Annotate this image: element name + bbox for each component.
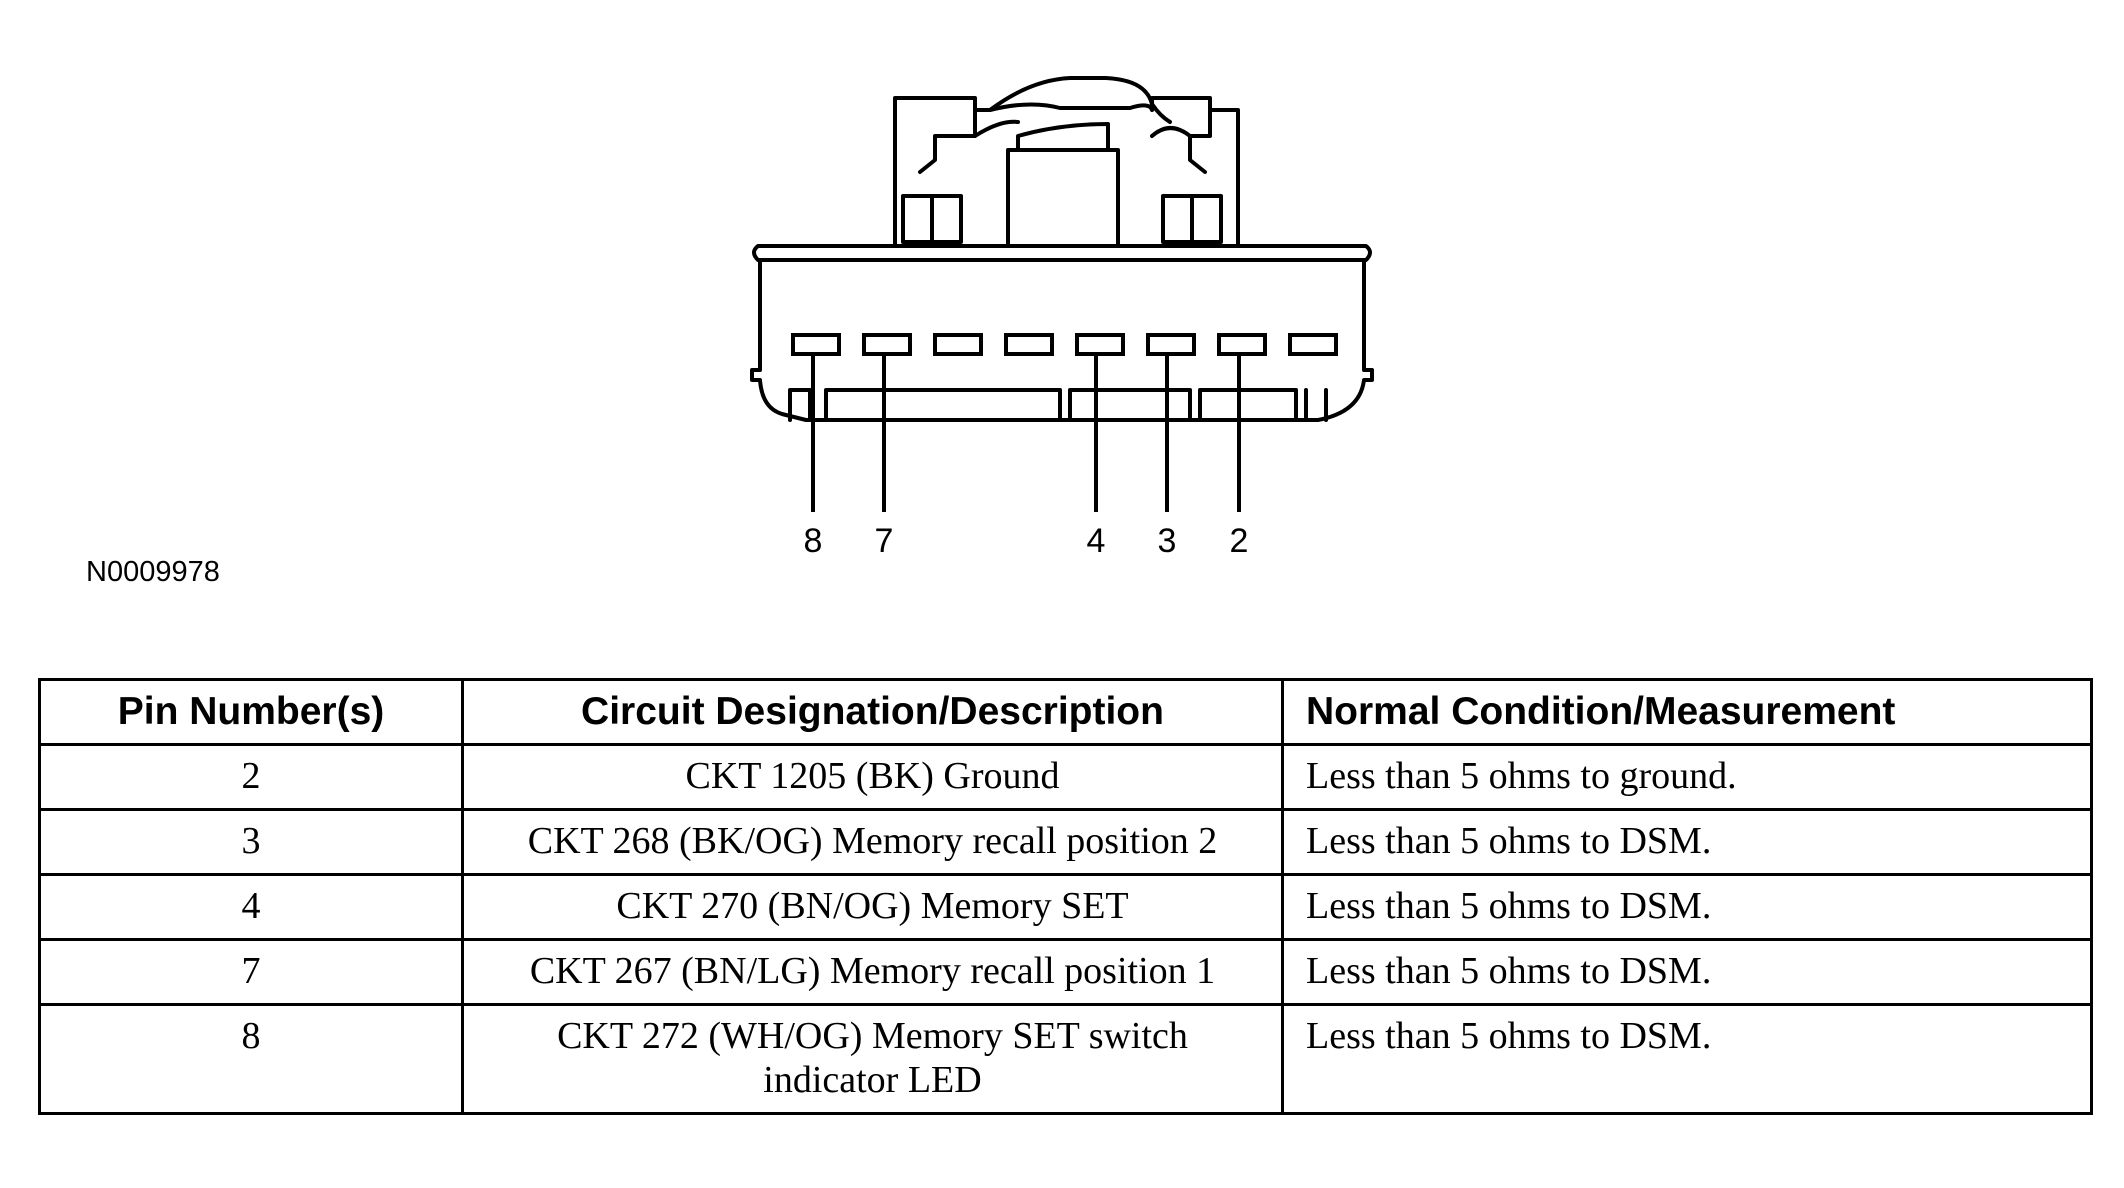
pin-label-8: 8 (804, 522, 823, 560)
pin-label-4: 4 (1087, 522, 1106, 560)
cell-circuit: CKT 267 (BN/LG) Memory recall position 1 (461, 938, 1284, 1006)
table-row: 4 CKT 270 (BN/OG) Memory SET Less than 5… (38, 873, 2093, 941)
cell-condition: Less than 5 ohms to ground. (1281, 743, 2093, 811)
cell-circuit: CKT 270 (BN/OG) Memory SET (461, 873, 1284, 941)
connector-cavities (791, 333, 1338, 356)
pin-label-3: 3 (1158, 522, 1177, 560)
cell-pin: 3 (38, 808, 464, 876)
header-circuit-description: Circuit Designation/Description (461, 678, 1284, 746)
header-normal-condition: Normal Condition/Measurement (1281, 678, 2093, 746)
pin-table: Pin Number(s) Circuit Designation/Descri… (38, 678, 2093, 1115)
figure-id: N0009978 (86, 556, 220, 588)
pin-callout-labels: 8 7 4 3 2 (804, 522, 1249, 560)
table-row: 2 CKT 1205 (BK) Ground Less than 5 ohms … (38, 743, 2093, 811)
cell-condition: Less than 5 ohms to DSM. (1281, 1003, 2093, 1115)
cell-circuit: CKT 268 (BK/OG) Memory recall position 2 (461, 808, 1284, 876)
table-row: 7 CKT 267 (BN/LG) Memory recall position… (38, 938, 2093, 1006)
cell-circuit: CKT 1205 (BK) Ground (461, 743, 1284, 811)
cell-condition: Less than 5 ohms to DSM. (1281, 938, 2093, 1006)
cell-pin: 2 (38, 743, 464, 811)
cell-condition: Less than 5 ohms to DSM. (1281, 808, 2093, 876)
cell-pin: 7 (38, 938, 464, 1006)
connector-diagram: 8 7 4 3 2 (750, 76, 1374, 560)
connector-body (750, 76, 1374, 422)
cell-pin: 8 (38, 1003, 464, 1115)
cell-pin: 4 (38, 873, 464, 941)
pin-label-7: 7 (875, 522, 894, 560)
pin-label-2: 2 (1230, 522, 1249, 560)
cell-condition: Less than 5 ohms to DSM. (1281, 873, 2093, 941)
table-header-row: Pin Number(s) Circuit Designation/Descri… (38, 678, 2093, 746)
cell-circuit: CKT 272 (WH/OG) Memory SET switch indica… (461, 1003, 1284, 1115)
table-row: 3 CKT 268 (BK/OG) Memory recall position… (38, 808, 2093, 876)
table-row: 8 CKT 272 (WH/OG) Memory SET switch indi… (38, 1003, 2093, 1115)
pin-callout-lines (811, 354, 1241, 512)
header-pin-number: Pin Number(s) (38, 678, 464, 746)
